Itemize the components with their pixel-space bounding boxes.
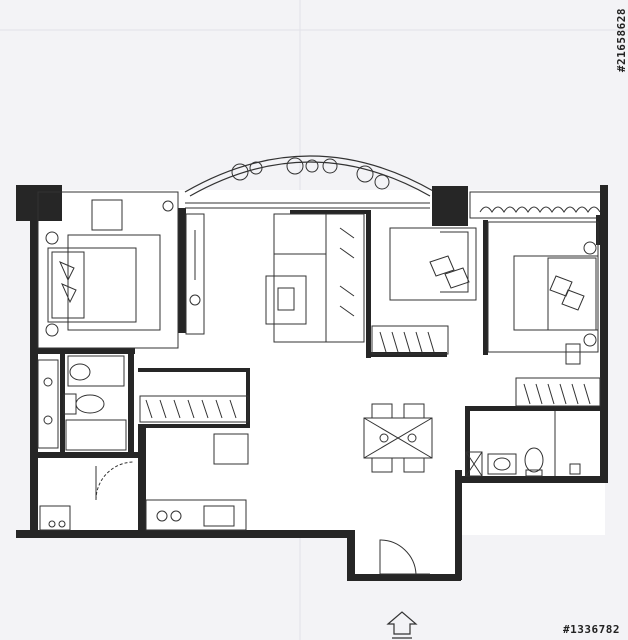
walls [16, 185, 608, 581]
bedroom-right-1 [389, 227, 477, 301]
entrance-door [379, 539, 430, 575]
watermark-side: #21658628 [615, 8, 628, 73]
closets [139, 325, 601, 423]
balcony [184, 155, 436, 197]
laundry [39, 461, 135, 531]
watermark-bottom: #1336782 [563, 623, 620, 636]
toilet-icon [37, 355, 127, 451]
wardrobe [185, 213, 205, 335]
wall-outlines [37, 191, 599, 476]
bedroom-right-2 [513, 241, 599, 365]
bed-icon [45, 199, 161, 337]
dining-table [363, 403, 433, 473]
sofa-icon [265, 213, 365, 343]
entrance-arrow-icon [386, 611, 418, 639]
stove-icon [145, 433, 249, 531]
balcony-plants [162, 157, 390, 212]
bathroom-right [465, 447, 581, 477]
